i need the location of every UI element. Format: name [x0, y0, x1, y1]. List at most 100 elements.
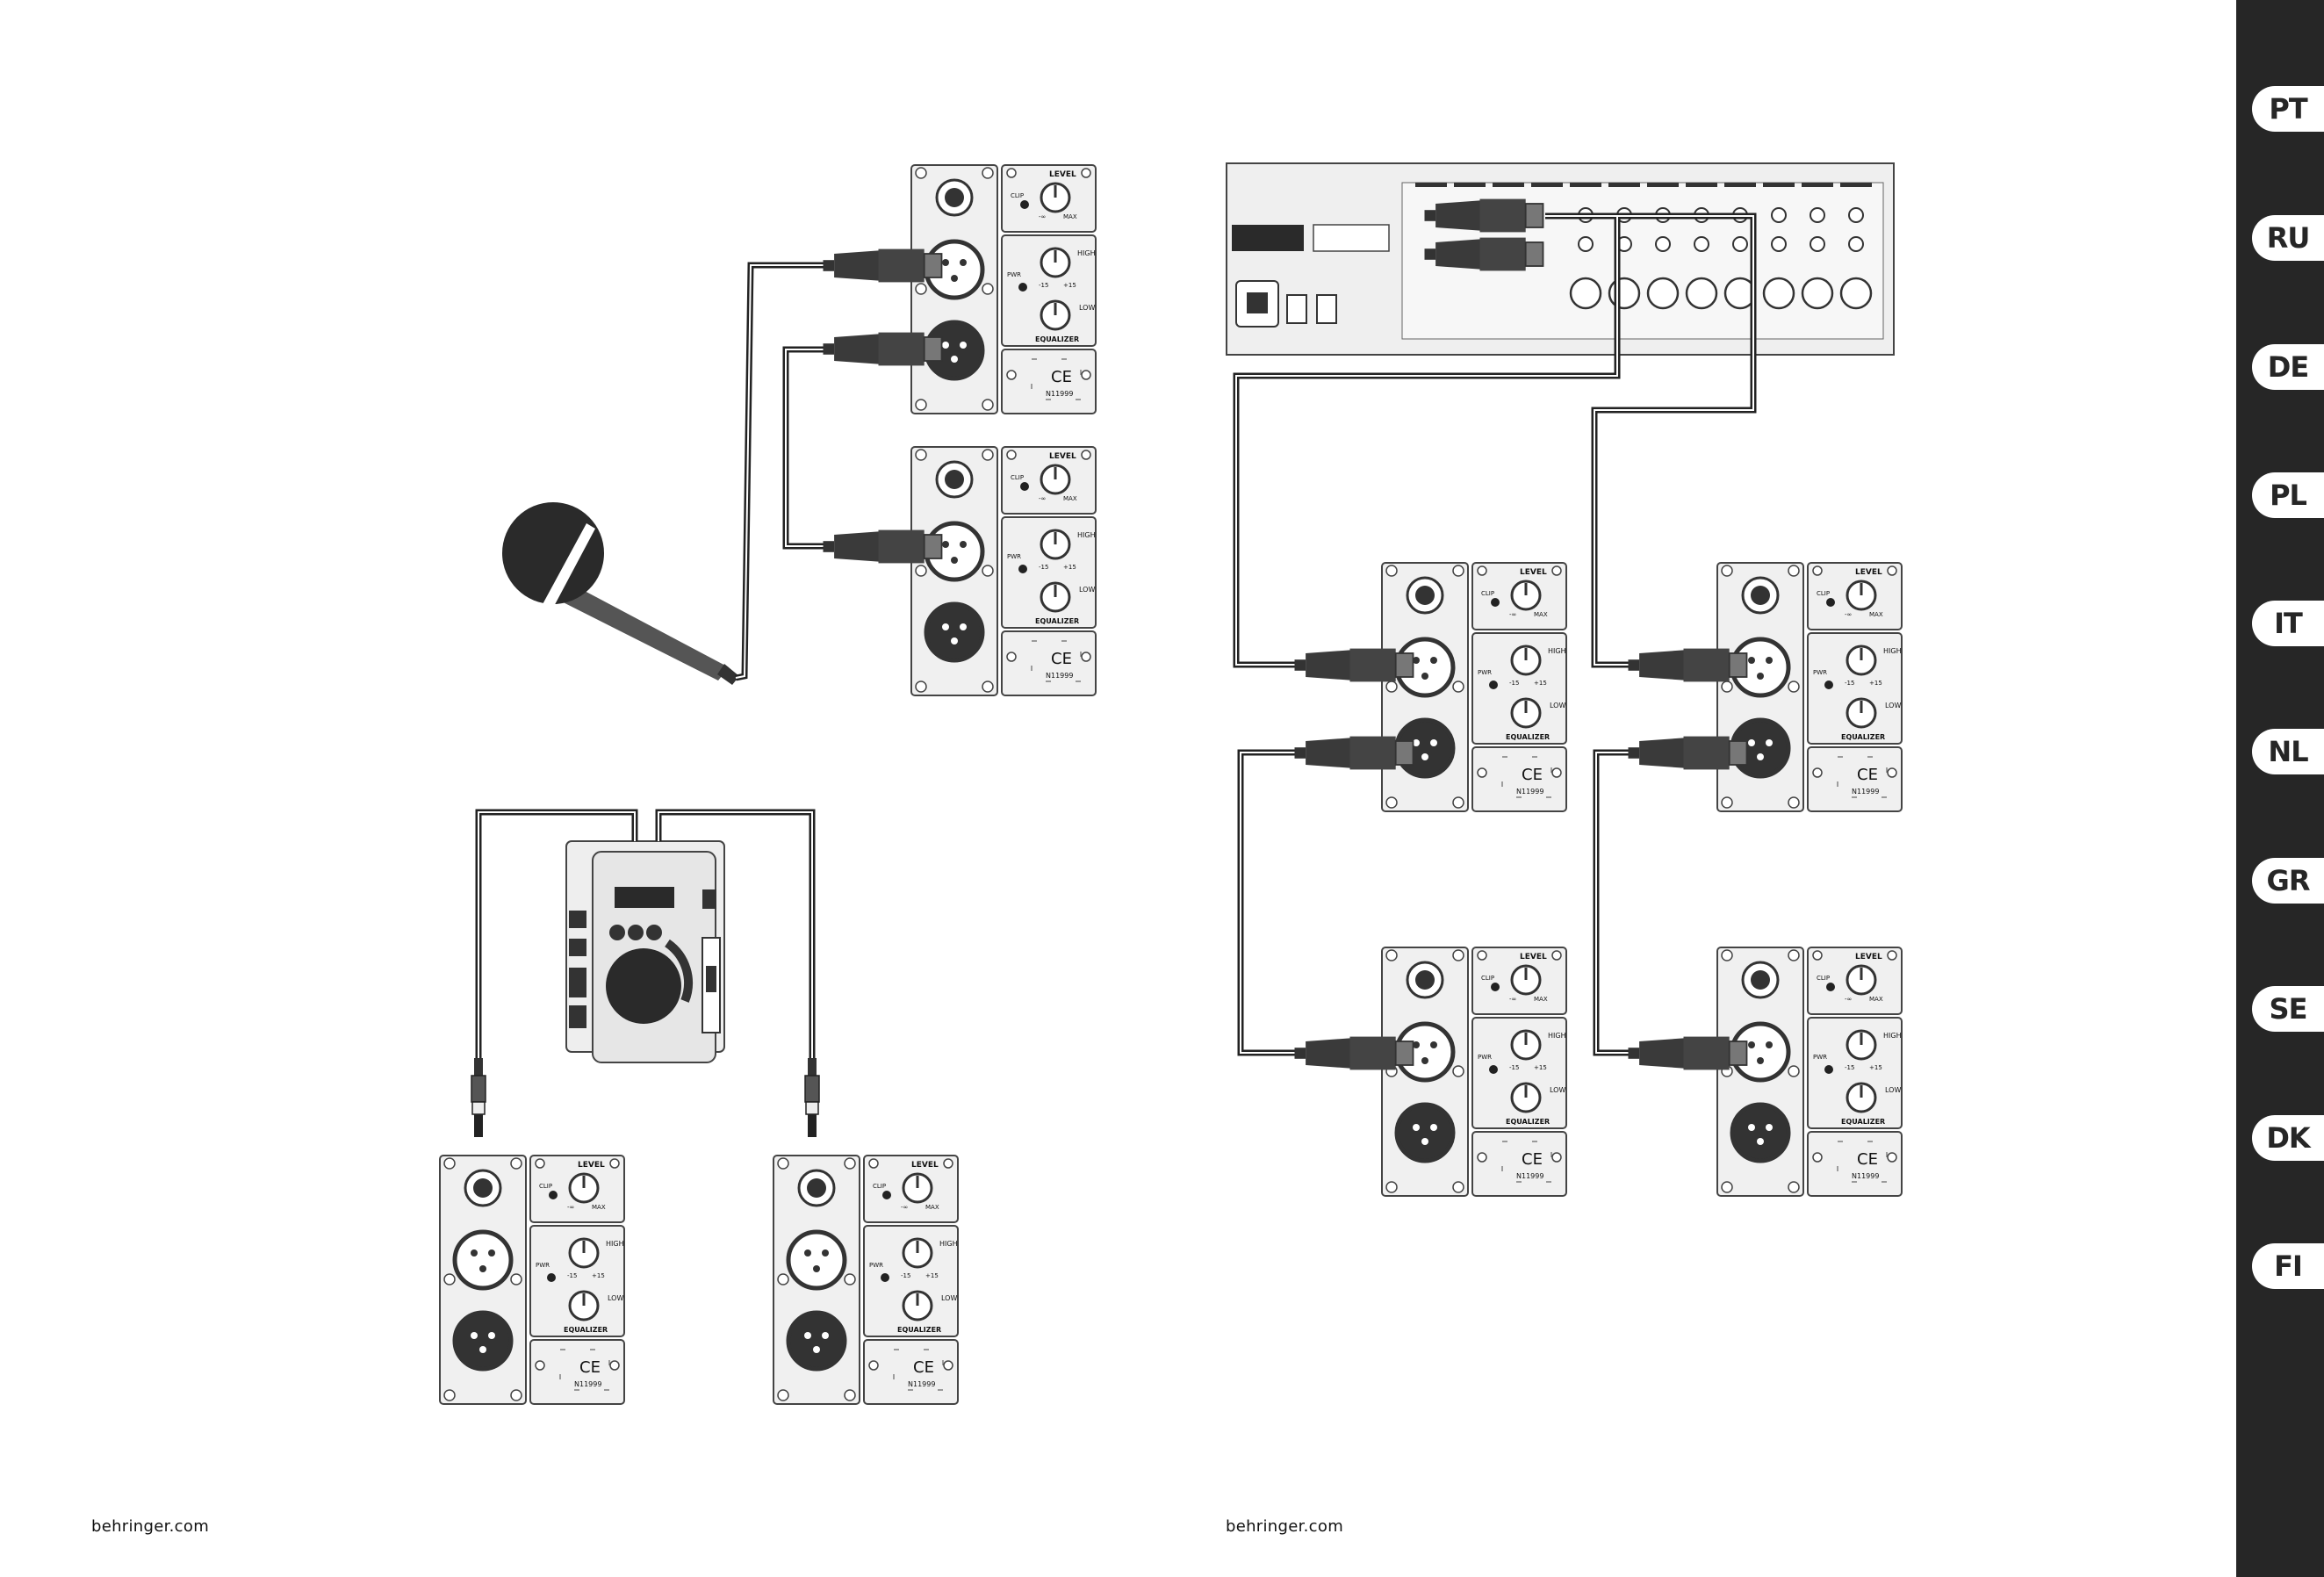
xlr-plug: [822, 529, 943, 565]
language-tab-label: DE: [2267, 350, 2309, 384]
channel-jack: [1810, 236, 1825, 252]
xlr-plug: [1627, 1035, 1748, 1071]
language-tab-dk[interactable]: DK: [2252, 1115, 2324, 1161]
level-label: LEVEL: [1855, 568, 1882, 577]
channel-jack: [1732, 236, 1748, 252]
cert-label: N11999: [1516, 1172, 1543, 1180]
channel-strip-bar: [1531, 183, 1563, 187]
low-label: LOW: [941, 1294, 957, 1302]
ce-mark: CE: [1522, 766, 1543, 784]
language-tab-it[interactable]: IT: [2252, 601, 2324, 646]
ce-mark: CE: [1857, 1150, 1878, 1169]
equalizer-label: EQUALIZER: [1506, 1118, 1550, 1126]
cert-label: N11999: [908, 1380, 935, 1388]
language-tab-label: PT: [2269, 92, 2307, 126]
clip-label: CLIP: [873, 1183, 886, 1190]
high-label: HIGH: [606, 1240, 624, 1248]
language-tab-fi[interactable]: FI: [2252, 1243, 2324, 1289]
language-tab-label: NL: [2268, 735, 2308, 768]
channel-strip-bar: [1802, 183, 1833, 187]
xlr-plug: [1293, 647, 1414, 683]
equalizer-label: EQUALIZER: [1035, 335, 1079, 343]
cert-label: N11999: [1852, 788, 1879, 796]
channel-xlr: [1569, 277, 1602, 310]
gain-lo-label: -15: [1845, 680, 1854, 687]
gain-hi-label: +15: [925, 1272, 939, 1279]
channel-jack: [1848, 236, 1864, 252]
max-label: MAX: [1869, 996, 1883, 1003]
channel-strip-bar: [1686, 183, 1717, 187]
brand-footer-right: behringer.com: [1226, 1517, 1344, 1536]
jack-plug: [471, 1058, 486, 1137]
pwr-label: PWR: [536, 1262, 550, 1269]
high-label: HIGH: [1883, 647, 1902, 655]
xlr-plug: [1423, 198, 1544, 234]
clip-label: CLIP: [1817, 590, 1830, 597]
high-label: HIGH: [1548, 1032, 1566, 1040]
level-label: LEVEL: [1520, 568, 1547, 577]
level-label: LEVEL: [578, 1161, 605, 1170]
channel-jack: [1694, 236, 1709, 252]
language-tab-label: SE: [2269, 992, 2308, 1026]
level-label: LEVEL: [1520, 953, 1547, 961]
cert-label: N11999: [574, 1380, 601, 1388]
brand-footer-left: behringer.com: [91, 1517, 210, 1536]
cert-label: N11999: [1046, 390, 1073, 398]
jack-plug: [804, 1058, 820, 1137]
low-label: LOW: [1550, 1086, 1565, 1094]
clip-label: CLIP: [1481, 590, 1494, 597]
pwr-label: PWR: [1813, 669, 1827, 676]
language-tab-label: FI: [2274, 1249, 2303, 1283]
cert-label: N11999: [1046, 672, 1073, 680]
language-tab-label: IT: [2274, 607, 2303, 640]
cert-label: N11999: [1516, 788, 1543, 796]
channel-jack: [1810, 207, 1825, 223]
channel-jack: [1848, 207, 1864, 223]
low-label: LOW: [1079, 304, 1095, 312]
min-label: -∞: [1509, 996, 1516, 1003]
channel-jack: [1771, 207, 1787, 223]
language-tab-se[interactable]: SE: [2252, 986, 2324, 1032]
ce-mark: CE: [913, 1358, 934, 1377]
gain-lo-label: -15: [1845, 1064, 1854, 1071]
gain-lo-label: -15: [901, 1272, 910, 1279]
low-label: LOW: [1079, 586, 1095, 594]
equalizer-label: EQUALIZER: [1841, 733, 1885, 741]
equalizer-label: EQUALIZER: [897, 1326, 941, 1334]
language-tab-label: PL: [2270, 479, 2307, 512]
low-label: LOW: [1885, 1086, 1901, 1094]
language-tab-nl[interactable]: NL: [2252, 729, 2324, 774]
xlr-plug: [1627, 735, 1748, 771]
max-label: MAX: [1534, 611, 1548, 618]
channel-strip-bar: [1840, 183, 1872, 187]
pwr-label: PWR: [1813, 1054, 1827, 1061]
gain-hi-label: +15: [1534, 1064, 1547, 1071]
language-tab-pl[interactable]: PL: [2252, 472, 2324, 518]
mixer-cables-inner: [1235, 215, 1754, 1054]
language-tab-de[interactable]: DE: [2252, 344, 2324, 390]
max-label: MAX: [592, 1204, 606, 1211]
level-label: LEVEL: [1049, 170, 1076, 179]
language-tab-ru[interactable]: RU: [2252, 215, 2324, 261]
channel-strip-bar: [1608, 183, 1640, 187]
gain-lo-label: -15: [1509, 680, 1519, 687]
gain-hi-label: +15: [1869, 680, 1882, 687]
cd-cables-inner: [478, 811, 813, 1058]
min-label: -∞: [901, 1204, 908, 1211]
channel-strip-bar: [1454, 183, 1486, 187]
level-label: LEVEL: [911, 1161, 939, 1170]
channel-xlr: [1762, 277, 1795, 310]
language-tab-pt[interactable]: PT: [2252, 86, 2324, 132]
channel-strip-bar: [1493, 183, 1524, 187]
channel-strip-bar: [1763, 183, 1795, 187]
max-label: MAX: [1063, 213, 1077, 220]
pwr-label: PWR: [869, 1262, 883, 1269]
channel-xlr: [1839, 277, 1873, 310]
min-label: -∞: [567, 1204, 574, 1211]
xlr-plug: [822, 331, 943, 367]
max-label: MAX: [1063, 495, 1077, 502]
language-tab-gr[interactable]: GR: [2252, 858, 2324, 904]
gain-lo-label: -15: [567, 1272, 577, 1279]
mic-cable-inner: [735, 264, 825, 679]
ce-mark: CE: [1051, 368, 1072, 386]
